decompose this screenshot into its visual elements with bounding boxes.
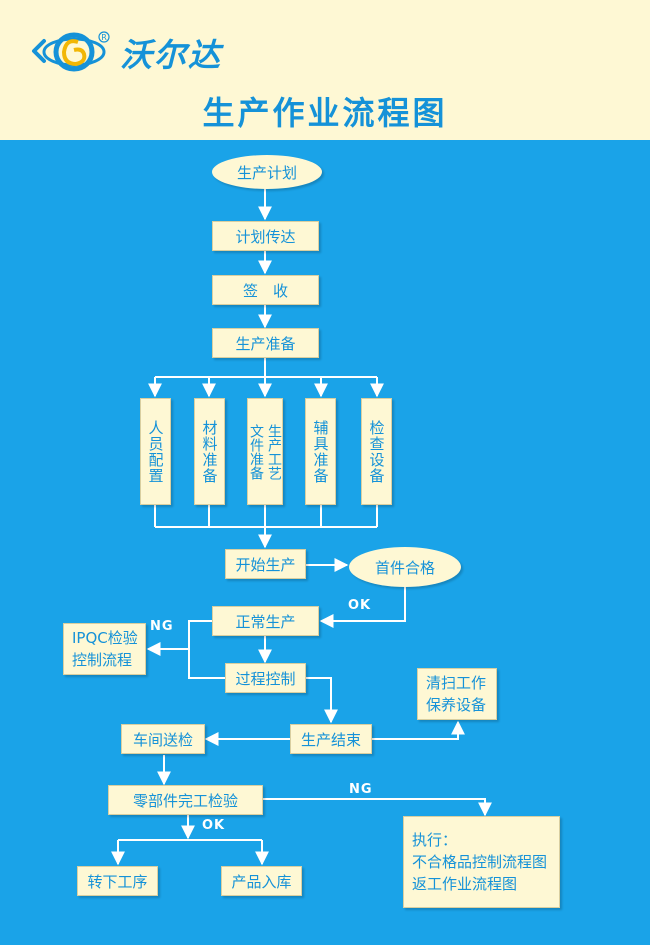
node-staff-config: 人员配置 [140,398,171,505]
label-ok-first-article: OK [348,598,372,613]
edge-normal-to-ipqc [146,620,212,656]
node-plan-delivery: 计划传达 [212,221,319,251]
node-sign-receive: 签 收 [212,275,319,305]
node-process-docs-label-left: 生产工艺 [266,423,282,480]
label-ng-normal: NG [150,619,174,634]
brand-logo-icon: R [32,31,110,72]
node-production-end: 生产结束 [290,724,372,754]
node-clean-maintain-line1: 清扫工作 [426,674,487,692]
node-start-production: 开始生产 [225,549,306,579]
label-ok-parts: OK [202,818,226,833]
node-parts-final-inspection: 零部件完工检验 [108,785,263,815]
node-ipqc-control-line1: IPQC检验 [72,629,138,647]
label-ng-parts: NG [349,782,373,797]
node-execute-procedures: 执行： 不合格品控制流程图 返工作业流程图 [403,816,560,908]
node-product-warehouse: 产品入库 [221,866,302,896]
node-equipment-check: 检查设备 [361,398,392,505]
edge-split-to-process [188,649,225,679]
node-workshop-inspection: 车间送检 [121,724,205,754]
node-ipqc-control-line2: 控制流程 [72,651,133,669]
node-normal-production: 正常生产 [212,606,319,636]
edge-process-to-end [306,677,338,724]
node-execute-procedures-line2: 不合格品控制流程图 [412,853,548,871]
node-next-process: 转下工序 [77,866,158,896]
edge-parts-ng-to-exec [263,798,492,817]
svg-text:R: R [101,33,107,42]
node-tool-prep-label: 辅具准备 [311,419,330,484]
node-execute-procedures-line1: 执行： [412,831,458,849]
edge-end-to-clean [372,720,465,740]
node-tool-prep: 辅具准备 [305,398,336,505]
brand-name: 沃尔达 [120,36,223,74]
node-material-prep: 材料准备 [194,398,225,505]
edge-first-ok-to-normal [319,585,406,628]
node-clean-maintain-line2: 保养设备 [426,696,487,714]
node-staff-config-label: 人员配置 [146,419,165,484]
header-band: R 沃尔达 生产作业流程图 [0,0,650,140]
node-clean-maintain: 清扫工作 保养设备 [417,668,497,720]
node-material-prep-label: 材料准备 [200,419,219,484]
node-process-docs-label-right: 文件准备 [248,423,264,480]
page-title: 生产作业流程图 [202,94,448,132]
node-production-prep: 生产准备 [212,328,319,358]
node-process-control: 过程控制 [225,663,306,693]
node-ipqc-control: IPQC检验 控制流程 [63,623,146,675]
node-production-plan: 生产计划 [212,155,322,189]
node-first-article-pass: 首件合格 [349,547,461,587]
node-process-docs: 文件准备 生产工艺 [247,398,283,505]
node-execute-procedures-line3: 返工作业流程图 [412,875,518,893]
node-equipment-check-label: 检查设备 [367,419,386,484]
